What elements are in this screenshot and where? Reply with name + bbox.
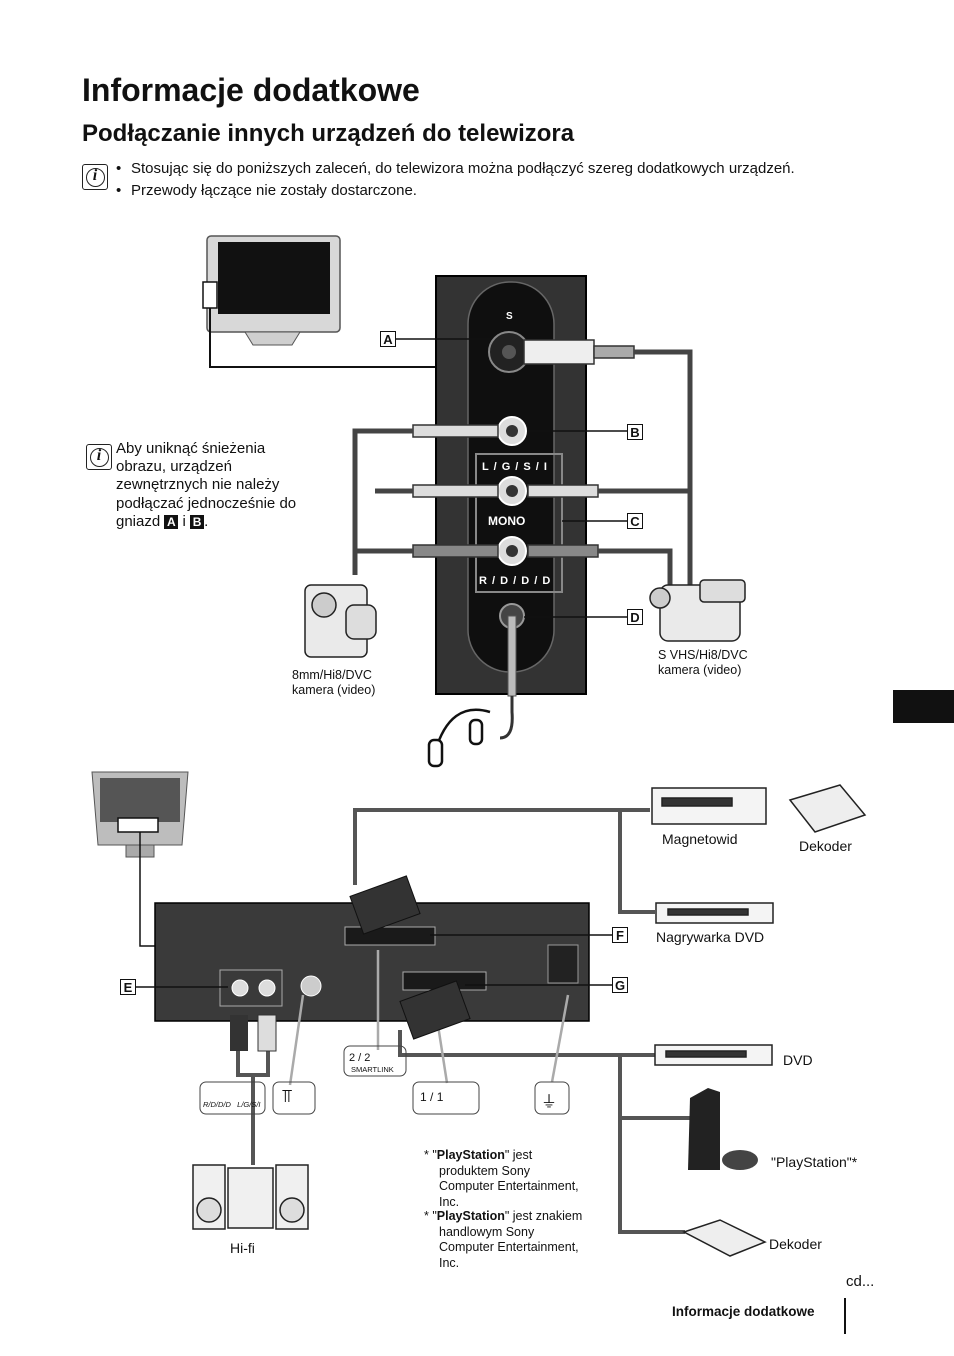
chapter-tab — [893, 690, 954, 723]
footer-divider — [844, 1298, 846, 1334]
dvd-recorder-illustration — [655, 902, 774, 924]
page-title: Informacje dodatkowe — [82, 72, 420, 108]
headphones-illustration — [427, 708, 491, 768]
note-info-icon: i — [86, 444, 112, 470]
hifi-label: Hi-fi — [230, 1240, 255, 1256]
decoder-bottom-illustration — [682, 1219, 767, 1257]
connector-f-label: F — [612, 927, 628, 943]
antenna-icon: ⫪ — [282, 1086, 293, 1106]
intro-bullet-1: Stosując się do poniższych zaleceń, do t… — [116, 160, 795, 177]
connector-d-label: D — [627, 609, 643, 625]
scart2-label: 2 / 2 — [349, 1052, 371, 1064]
vcr-illustration — [651, 787, 767, 825]
side-note: Aby uniknąć śnieżenia obrazu, urządzeń z… — [116, 440, 297, 530]
power-plug-icon: ⏚ — [541, 1094, 558, 1111]
front-connection-diagram — [202, 235, 746, 768]
camera-left-illustration — [304, 584, 377, 658]
footnote-1: * "PlayStation" jest produktem Sony Comp… — [424, 1148, 579, 1209]
connector-a-label: A — [380, 331, 396, 347]
dvd-recorder-label: Nagrywarka DVD — [656, 929, 765, 945]
dvd-illustration — [654, 1044, 773, 1066]
vcr-label: Magnetowid — [662, 831, 738, 847]
footer-section: Informacje dodatkowe — [672, 1304, 815, 1319]
info-icon: i — [82, 164, 108, 190]
tv-front-illustration — [202, 235, 341, 346]
playstation-illustration — [688, 1088, 758, 1170]
dvd-label: DVD — [783, 1052, 813, 1068]
decoder-top-illustration — [788, 784, 867, 833]
section-title: Podłączanie innych urządzeń do telewizor… — [82, 120, 575, 147]
hifi-illustration — [192, 1164, 309, 1230]
continued-label: cd... — [846, 1273, 875, 1290]
tv-back-illustration — [91, 771, 189, 858]
audio-out-label: R/D/D/D L/G/S/I — [203, 1100, 261, 1109]
s-video-label: S — [506, 311, 513, 322]
rear-connection-diagram — [91, 771, 867, 1257]
intro-bullet-2: Przewody łączące nie zostały dostarczone… — [116, 182, 417, 199]
decoder-top-label: Dekoder — [799, 838, 852, 854]
decoder-bottom-label: Dekoder — [769, 1236, 822, 1252]
rdd-label: R / D / D / D — [479, 575, 552, 587]
connector-g-label: G — [612, 977, 628, 993]
connector-c-label: C — [627, 513, 643, 529]
smartlink-label: SMARTLINK — [351, 1065, 394, 1074]
camera-right-illustration — [649, 579, 746, 642]
connector-e-label: E — [120, 979, 136, 995]
playstation-label: "PlayStation"* — [771, 1154, 858, 1170]
lgs-label: L / G / S / I — [482, 461, 548, 473]
footnote-2: * "PlayStation" jest znakiem handlowym S… — [424, 1209, 583, 1270]
scart1-label: 1 / 1 — [420, 1090, 444, 1104]
connector-b-label: B — [627, 424, 643, 440]
mono-label: MONO — [488, 514, 526, 528]
